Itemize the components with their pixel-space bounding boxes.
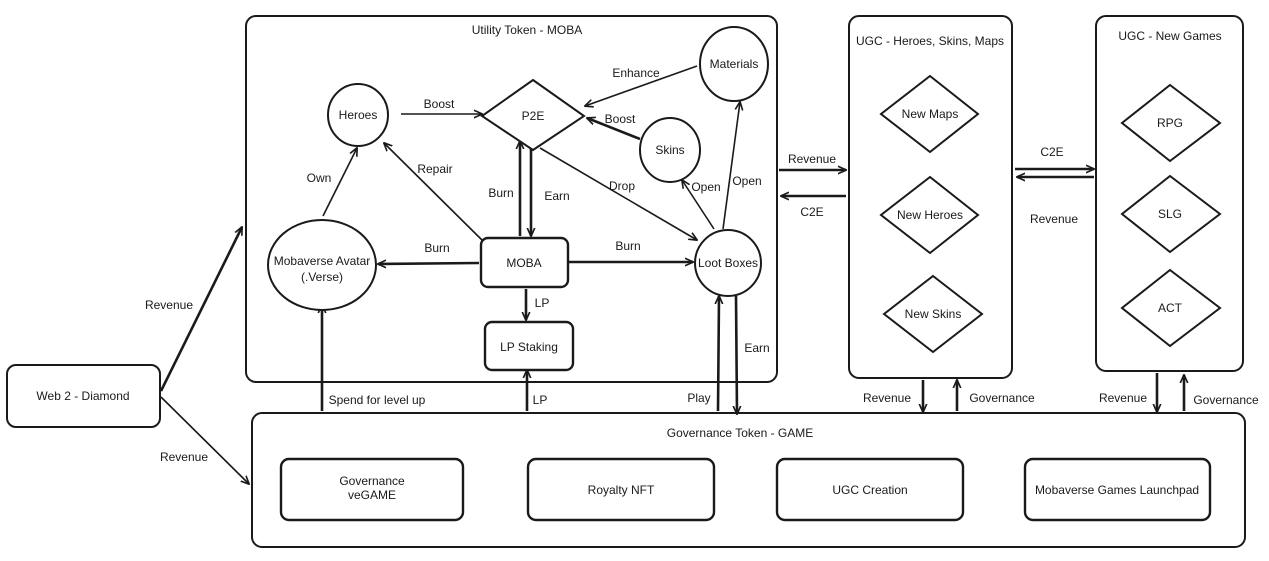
utility-token-title: Utility Token - MOBA (472, 23, 582, 37)
node-royalty-nft-label: Royalty NFT (588, 483, 655, 497)
node-gov-label-line1: Governance (339, 474, 405, 488)
node-new-skins: New Skins (882, 274, 984, 354)
edge-lootboxes-gov (736, 295, 737, 414)
edge-gov-lootboxes (718, 296, 719, 412)
label-burn-p2e: Burn (488, 186, 513, 200)
label-earn-gov: Earn (744, 341, 769, 355)
node-new-maps-label: New Maps (902, 107, 959, 121)
edge-lootboxes-materials (722, 102, 740, 230)
node-avatar-label-line1: Mobaverse Avatar (274, 254, 371, 268)
label-play: Play (687, 391, 710, 405)
edge-labels: Boost Enhance Boost Own Repair Burn Earn… (145, 66, 1259, 464)
node-new-skins-label: New Skins (905, 307, 962, 321)
node-slg-label: SLG (1158, 207, 1182, 221)
node-loot-boxes: Loot Boxes (694, 229, 762, 297)
node-gov-label-line2: veGAME (348, 488, 396, 502)
label-governance-ugc1: Governance (969, 391, 1035, 405)
label-earn-p2e: Earn (544, 189, 569, 203)
label-revenue-ugc2-down: Revenue (1099, 391, 1147, 405)
label-c2e-games: C2E (1040, 145, 1063, 159)
ugc-heroes-title: UGC - Heroes, Skins, Maps (856, 34, 1004, 48)
edge-lootboxes-skins (682, 180, 715, 230)
governance-token-title: Governance Token - GAME (667, 426, 814, 440)
edge-p2e-lootboxes (539, 147, 697, 240)
edge-avatar-heroes (322, 148, 357, 217)
node-new-maps: New Maps (879, 74, 980, 154)
node-materials: Materials (699, 26, 769, 102)
node-lp-staking: LP Staking (483, 320, 575, 372)
label-drop: Drop (609, 179, 635, 193)
node-launchpad-label: Mobaverse Games Launchpad (1035, 483, 1199, 497)
node-slg: SLG (1120, 174, 1222, 254)
node-lp-staking-label: LP Staking (500, 340, 558, 354)
node-p2e: P2E (480, 78, 586, 152)
node-rpg-label: RPG (1157, 116, 1183, 130)
edges (159, 65, 1184, 484)
node-launchpad: Mobaverse Games Launchpad (1023, 457, 1212, 522)
edge-web2-governance (160, 396, 249, 484)
node-new-heroes: New Heroes (879, 175, 980, 255)
label-own: Own (307, 171, 332, 185)
label-boost-skins: Boost (605, 112, 636, 126)
node-web2-label: Web 2 - Diamond (36, 389, 129, 403)
node-skins: Skins (639, 117, 701, 183)
node-moba-label: MOBA (506, 256, 541, 270)
node-loot-boxes-label: Loot Boxes (698, 256, 758, 270)
label-enhance: Enhance (612, 66, 660, 80)
label-open-materials: Open (732, 174, 761, 188)
edge-web2-utility (159, 227, 244, 392)
label-repair: Repair (417, 162, 452, 176)
node-heroes: Heroes (327, 83, 389, 147)
label-boost-heroes: Boost (424, 97, 455, 111)
node-avatar-label-line2: (.Verse) (301, 270, 343, 284)
label-revenue-web2-top: Revenue (145, 298, 193, 312)
edge-moba-heroes (384, 143, 486, 244)
node-p2e-label: P2E (522, 109, 545, 123)
edge-moba-avatar (378, 263, 480, 264)
label-spend-level-up: Spend for level up (329, 393, 426, 407)
node-act: ACT (1120, 268, 1222, 348)
label-open-skins: Open (691, 180, 720, 194)
node-act-label: ACT (1158, 301, 1183, 315)
node-new-heroes-label: New Heroes (897, 208, 963, 222)
governance-token-container: Governance Token - GAME (251, 412, 1246, 548)
node-heroes-label: Heroes (339, 108, 378, 122)
ugc-games-title: UGC - New Games (1118, 29, 1221, 43)
label-burn-avatar: Burn (424, 241, 449, 255)
label-burn-loot: Burn (615, 239, 640, 253)
node-ugc-creation: UGC Creation (775, 457, 965, 522)
node-royalty-nft: Royalty NFT (526, 457, 716, 522)
label-revenue-games: Revenue (1030, 212, 1078, 226)
label-lp-gov: LP (533, 393, 548, 407)
label-lp-moba: LP (535, 296, 550, 310)
label-governance-ugc2: Governance (1193, 393, 1259, 407)
node-avatar: Mobaverse Avatar (.Verse) (267, 219, 377, 311)
node-ugc-creation-label: UGC Creation (832, 483, 907, 497)
label-revenue-ugc1-down: Revenue (863, 391, 911, 405)
node-skins-label: Skins (655, 143, 684, 157)
label-c2e-ugc: C2E (800, 205, 823, 219)
node-moba: MOBA (479, 236, 570, 289)
label-revenue-ugc: Revenue (788, 152, 836, 166)
node-materials-label: Materials (710, 57, 759, 71)
label-revenue-web2-bottom: Revenue (160, 450, 208, 464)
node-rpg: RPG (1120, 83, 1222, 163)
node-governance-vegame: Governance veGAME (279, 457, 465, 522)
edge-materials-p2e (585, 65, 698, 106)
node-web2: Web 2 - Diamond (6, 364, 161, 428)
edge-skins-p2e (587, 118, 641, 141)
